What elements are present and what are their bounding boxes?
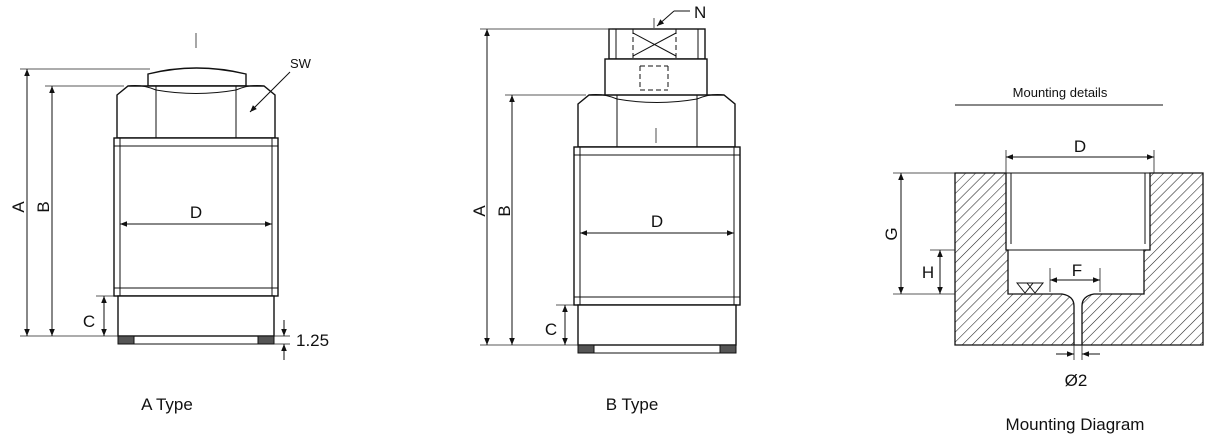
mounting-heading: Mounting details (1013, 85, 1108, 100)
b-type-caption: B Type (606, 395, 659, 414)
b-spigot (577, 304, 737, 346)
mounting-view: Mounting details D G H (882, 85, 1204, 434)
b-collar (604, 58, 708, 98)
a-gasket-right (257, 335, 275, 345)
b-dim-d-label: D (651, 212, 663, 231)
a-thickness-label: 1.25 (296, 331, 329, 350)
b-gasket-left (577, 344, 595, 354)
b-n-label: N (694, 3, 706, 22)
mount-dim-g-label: G (882, 227, 901, 240)
a-spigot (117, 295, 275, 337)
b-type-view: A B C D N B Type (470, 3, 741, 414)
a-dim-b-label: B (34, 201, 53, 212)
a-sw-label: SW (290, 56, 312, 71)
a-type-view: A B C D SW 1.25 A Type (9, 33, 329, 414)
a-top-cap (147, 67, 247, 87)
b-dim-b-label: B (495, 205, 514, 216)
mount-dim-d-label: D (1074, 137, 1086, 156)
mounting-caption: Mounting Diagram (1006, 415, 1145, 434)
a-type-caption: A Type (141, 395, 193, 414)
a-threaded-body (113, 137, 279, 297)
a-dim-c-label: C (83, 312, 95, 331)
b-gasket-right (719, 344, 737, 354)
mounting-block (954, 172, 1204, 346)
b-dim-a-label: A (470, 205, 489, 217)
mount-dim-f-label: F (1072, 261, 1082, 280)
a-dim-d-label: D (190, 203, 202, 222)
mount-dim-h-label: H (922, 263, 934, 282)
b-top-stud (608, 28, 706, 60)
surface-finish-mark (1015, 282, 1035, 294)
mount-hole-label: Ø2 (1065, 371, 1088, 390)
a-dim-a-label: A (9, 201, 28, 213)
b-dim-c-label: C (545, 320, 557, 339)
a-gasket-left (117, 335, 135, 345)
